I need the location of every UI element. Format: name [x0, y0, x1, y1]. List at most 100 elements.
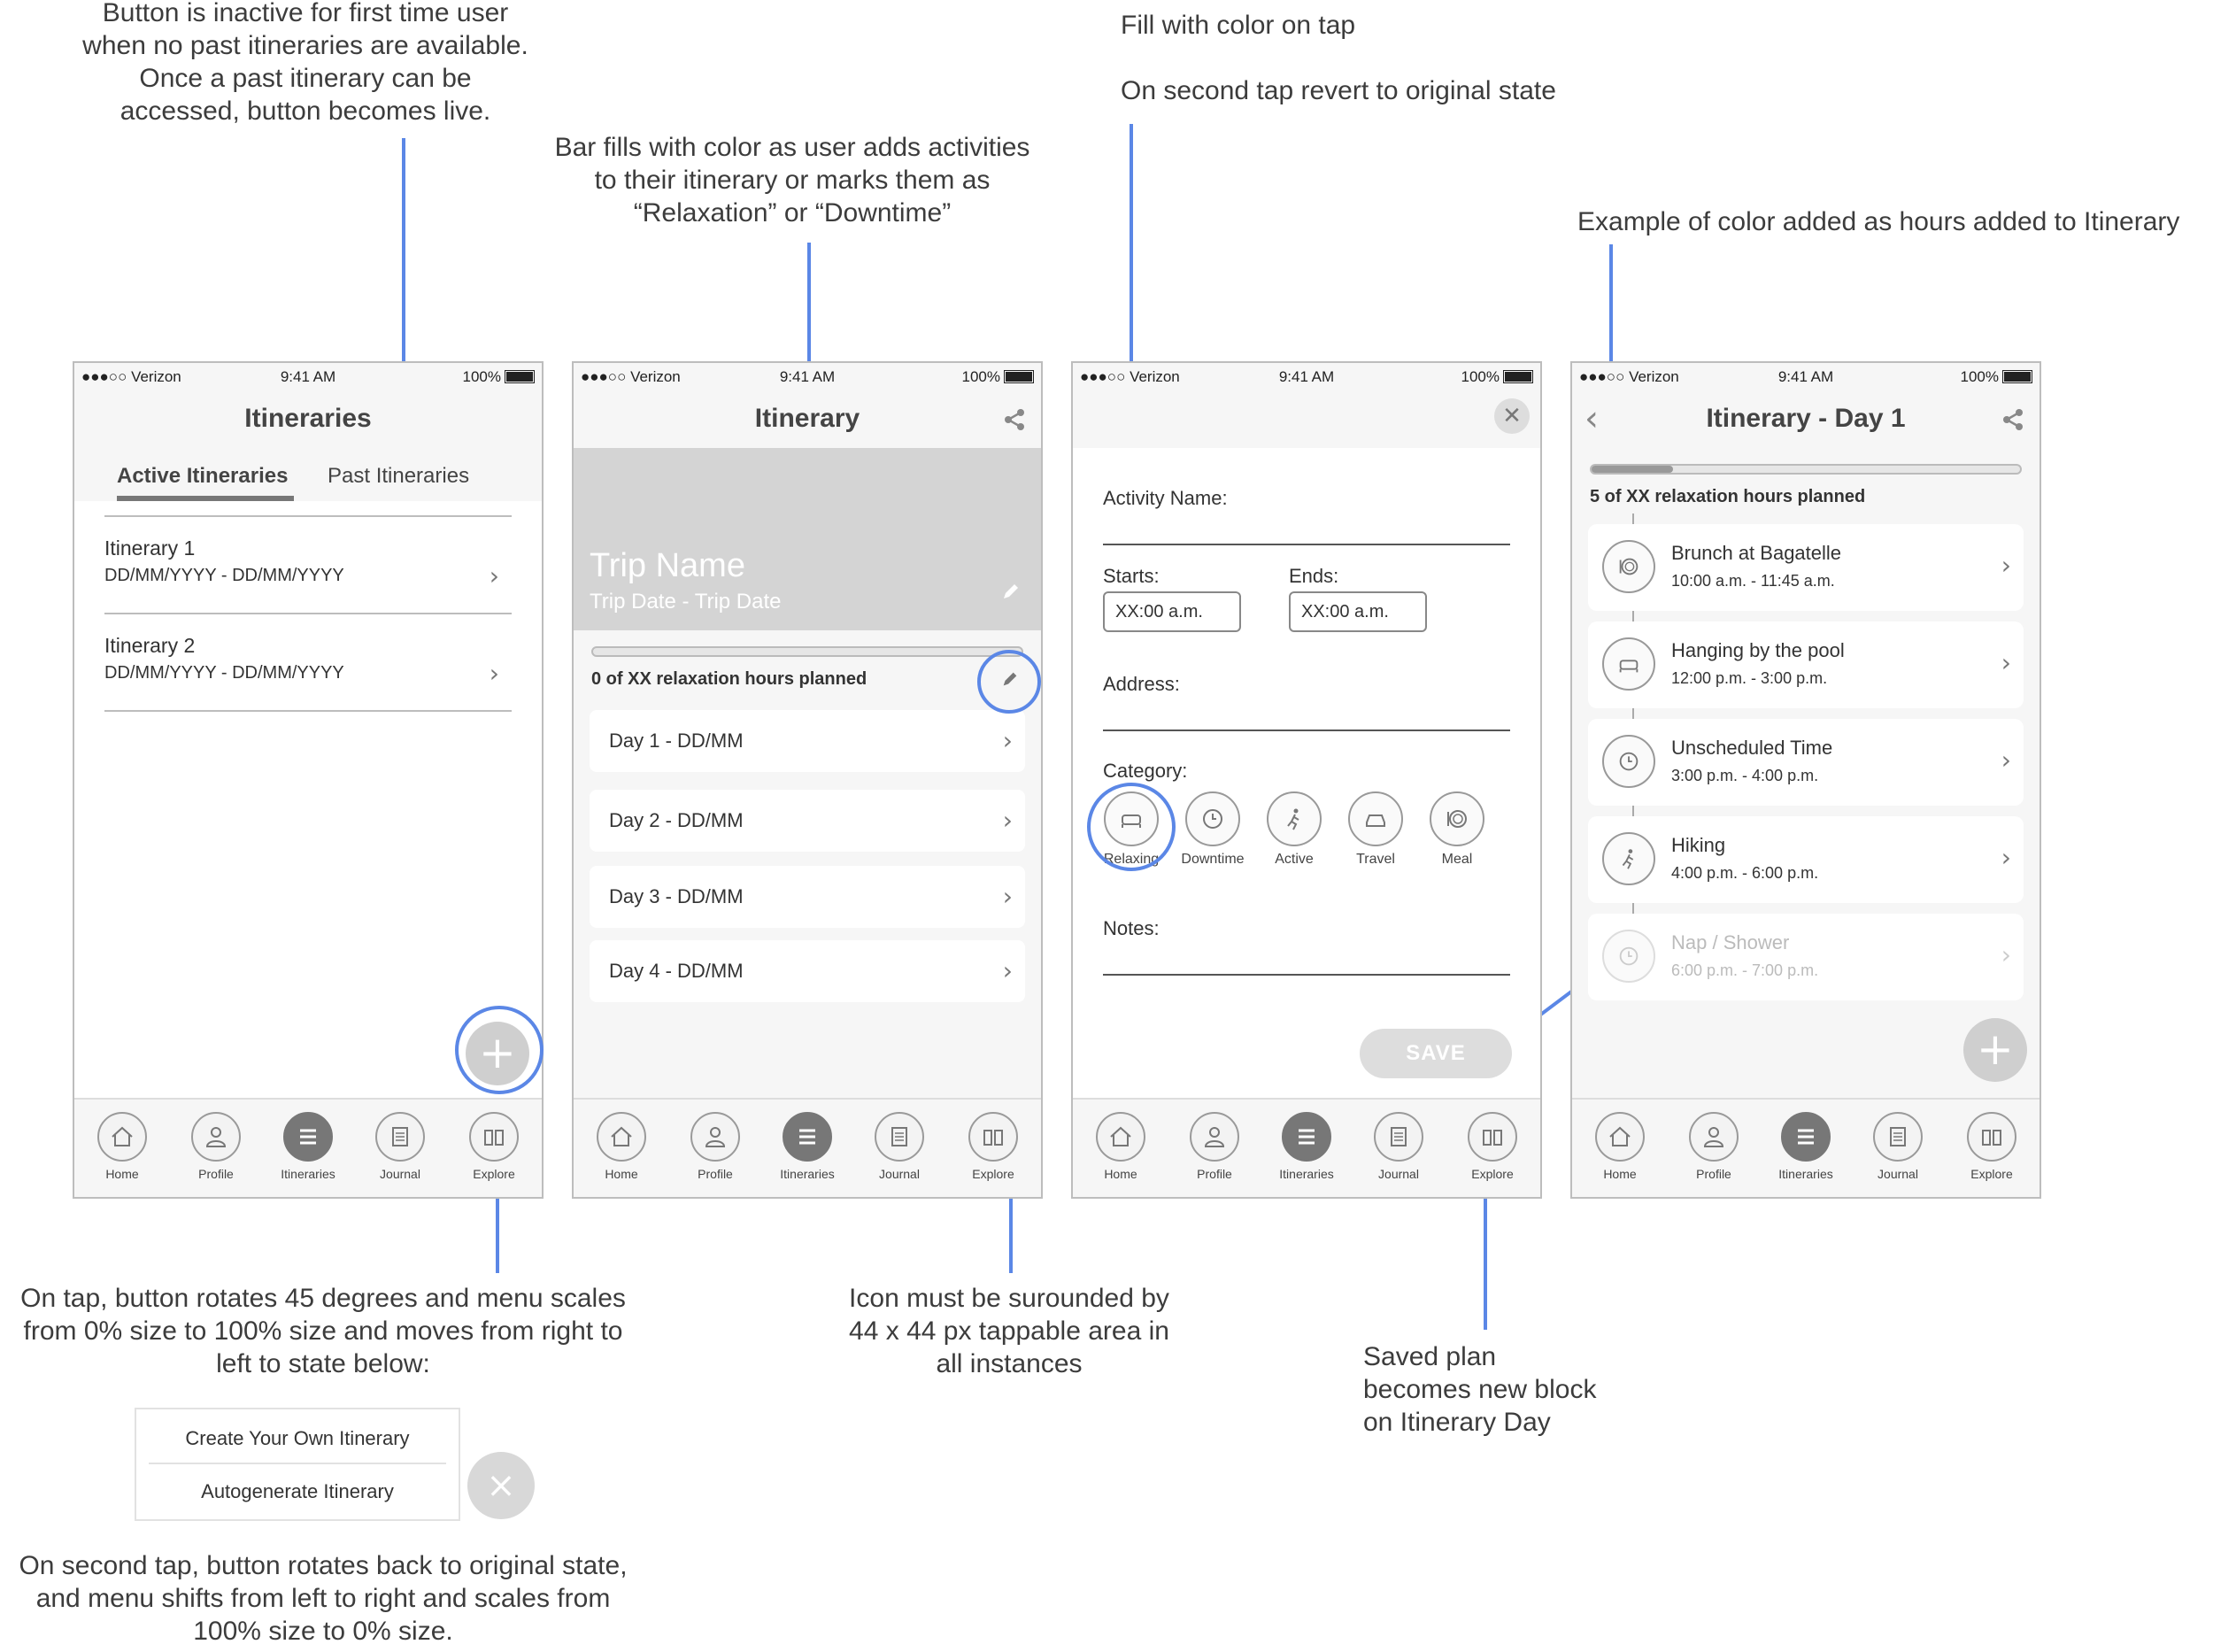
day-card-1[interactable]: Day 1 - DD/MM›	[590, 710, 1025, 772]
battery-icon	[2002, 370, 2032, 383]
tab-past-itineraries: Past Itineraries	[328, 464, 470, 488]
annotation-icon-area: Icon must be surounded by 44 x 44 px tap…	[849, 1284, 1169, 1378]
list-icon	[1282, 1112, 1331, 1162]
activity-card[interactable]: Hiking 4:00 p.m. - 6:00 p.m. ›	[1588, 816, 2024, 903]
share-icon[interactable]	[2001, 407, 2025, 432]
menu-divider	[149, 1463, 446, 1464]
chevron-right-icon: ›	[2001, 843, 2011, 872]
list-item-itinerary-2[interactable]: Itinerary 2 DD/MM/YYYY - DD/MM/YYYY ›	[104, 634, 499, 688]
tab-profile[interactable]: Profile	[682, 1112, 749, 1181]
category-meal[interactable]: Meal	[1422, 791, 1492, 868]
activity-card[interactable]: Nap / Shower 6:00 p.m. - 7:00 p.m. ›	[1588, 914, 2024, 1000]
progress-fill	[1592, 466, 1673, 473]
trip-dates: Trip Date - Trip Date	[590, 590, 782, 614]
carrier: ●●●○○ Verizon	[81, 368, 181, 385]
clock: 9:41 AM	[1777, 368, 1834, 385]
chevron-left-icon: ‹	[1585, 398, 1599, 439]
tab-home[interactable]: Home	[89, 1112, 156, 1181]
tab-explore[interactable]: Explore	[960, 1112, 1027, 1181]
activity-card[interactable]: Hanging by the pool 12:00 p.m. - 3:00 p.…	[1588, 621, 2024, 708]
ends-input[interactable]: XX:00 a.m.	[1289, 591, 1427, 632]
tab-bar: Home Profile Itineraries Journal Explore	[1572, 1098, 2040, 1197]
tab-home[interactable]: Home	[588, 1112, 655, 1181]
tab-underline	[117, 496, 294, 501]
activity-name-field[interactable]	[1103, 544, 1510, 545]
highlight-ring	[1087, 783, 1176, 871]
clock: 9:41 AM	[1278, 368, 1335, 385]
tab-explore[interactable]: Explore	[1958, 1112, 2025, 1181]
list-icon	[783, 1112, 832, 1162]
home-icon	[1096, 1112, 1145, 1162]
tab-itineraries[interactable]: Itineraries	[774, 1112, 841, 1181]
annotation-past-button: Button is inactive for first time user w…	[82, 0, 528, 126]
battery-icon	[1004, 370, 1034, 383]
tab-journal[interactable]: Journal	[866, 1112, 933, 1181]
tab-active-itineraries[interactable]: Active Itineraries	[117, 464, 289, 488]
leader-line	[1609, 244, 1613, 475]
chevron-right-icon: ›	[1002, 882, 1013, 911]
tab-journal[interactable]: Journal	[1365, 1112, 1432, 1181]
journal-icon	[875, 1112, 924, 1162]
tab-bar: Home Profile Itineraries Journal Explore	[574, 1098, 1041, 1197]
address-field[interactable]	[1103, 730, 1510, 731]
tab-itineraries[interactable]: Itineraries	[274, 1112, 342, 1181]
annotation-second-fab: On second tap, button rotates back to or…	[19, 1551, 628, 1646]
leader-line	[402, 138, 405, 450]
form-area	[1073, 448, 1540, 1100]
close-fab-button[interactable]: ×	[467, 1452, 535, 1519]
close-icon: ✕	[1502, 403, 1522, 429]
profile-icon	[1190, 1112, 1239, 1162]
notes-label: Notes:	[1103, 917, 1160, 939]
tab-journal[interactable]: Journal	[1864, 1112, 1932, 1181]
binoculars-icon	[469, 1112, 519, 1162]
tab-explore[interactable]: Explore	[1459, 1112, 1526, 1181]
tab-profile[interactable]: Profile	[182, 1112, 250, 1181]
save-button[interactable]: SAVE	[1360, 1029, 1512, 1078]
tab-profile[interactable]: Profile	[1181, 1112, 1248, 1181]
category-downtime[interactable]: Downtime	[1177, 791, 1248, 868]
day-card-4[interactable]: Day 4 - DD/MM›	[590, 940, 1025, 1002]
battery-icon	[505, 370, 535, 383]
chevron-right-icon: ›	[489, 561, 499, 591]
divider	[104, 515, 512, 517]
home-icon	[1595, 1112, 1645, 1162]
annotation-fill-tap: Fill with color on tap	[1121, 11, 1356, 40]
tab-itineraries[interactable]: Itineraries	[1772, 1112, 1839, 1181]
tab-explore[interactable]: Explore	[460, 1112, 528, 1181]
ends-label: Ends:	[1289, 565, 1339, 587]
list-area: Itinerary 1 DD/MM/YYYY - DD/MM/YYYY › It…	[74, 501, 542, 1100]
journal-icon	[1873, 1112, 1923, 1162]
annotation-second-tap: On second tap revert to original state	[1121, 76, 1556, 105]
add-activity-button[interactable]: +	[1963, 1018, 2027, 1082]
category-travel[interactable]: Travel	[1340, 791, 1411, 868]
starts-input[interactable]: XX:00 a.m.	[1103, 591, 1241, 632]
screen-itinerary-day: ●●●○○ Verizon 9:41 AM 100% ‹ Itinerary -…	[1570, 361, 2041, 1199]
tab-home[interactable]: Home	[1087, 1112, 1154, 1181]
tab-profile[interactable]: Profile	[1680, 1112, 1747, 1181]
tab-journal[interactable]: Journal	[366, 1112, 434, 1181]
activity-card[interactable]: Unscheduled Time 3:00 p.m. - 4:00 p.m. ›	[1588, 719, 2024, 806]
menu-item-create[interactable]: Create Your Own Itinerary	[185, 1427, 410, 1449]
chevron-right-icon: ›	[489, 659, 499, 688]
tab-bar: Home Profile Itineraries Journal Explore	[1073, 1098, 1540, 1197]
back-button[interactable]: ‹	[1585, 398, 1599, 439]
home-icon	[97, 1112, 147, 1162]
share-icon[interactable]	[1002, 407, 1027, 432]
close-button[interactable]: ✕	[1494, 398, 1530, 434]
tab-home[interactable]: Home	[1586, 1112, 1654, 1181]
day-card-2[interactable]: Day 2 - DD/MM›	[590, 790, 1025, 852]
category-active[interactable]: Active	[1259, 791, 1330, 868]
day-card-3[interactable]: Day 3 - DD/MM›	[590, 866, 1025, 928]
edit-pencil-icon[interactable]	[1000, 581, 1022, 602]
tab-itineraries[interactable]: Itineraries	[1273, 1112, 1340, 1181]
binoculars-icon	[968, 1112, 1018, 1162]
binoculars-icon	[1967, 1112, 2016, 1162]
trip-header: Trip Name Trip Date - Trip Date	[574, 448, 1041, 630]
list-item-itinerary-1[interactable]: Itinerary 1 DD/MM/YYYY - DD/MM/YYYY ›	[104, 537, 499, 591]
annotation-fab-rotate: On tap, button rotates 45 degrees and me…	[20, 1284, 626, 1378]
menu-item-autogenerate[interactable]: Autogenerate Itinerary	[201, 1480, 394, 1502]
notes-field[interactable]	[1103, 974, 1510, 976]
divider	[104, 613, 512, 614]
running-icon	[1267, 791, 1322, 846]
activity-card[interactable]: Brunch at Bagatelle 10:00 a.m. - 11:45 a…	[1588, 524, 2024, 611]
